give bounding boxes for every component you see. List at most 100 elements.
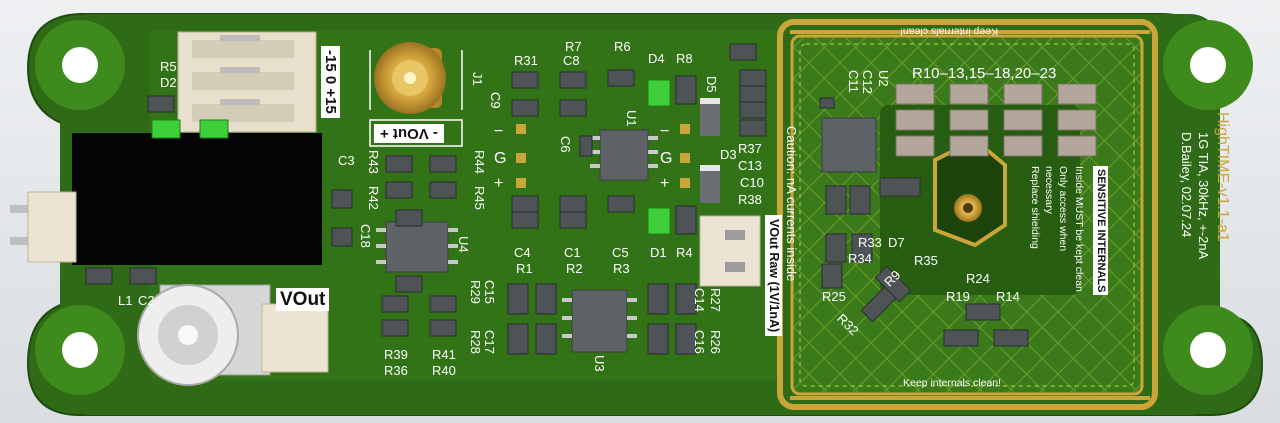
refdes-c8: C8 <box>563 53 580 68</box>
smd-component <box>851 233 873 263</box>
smd-component <box>381 319 409 337</box>
refdes-c4: C4 <box>514 245 531 260</box>
caution-label: Caution: nA currents inside <box>784 126 799 282</box>
refdes-r44: R44 <box>472 150 487 174</box>
vout-raw-header <box>699 215 761 287</box>
leds <box>151 79 671 235</box>
refdes-r8: R8 <box>676 51 693 66</box>
refdes-r4: R4 <box>676 245 693 260</box>
refdes-c12: C12 <box>860 70 875 94</box>
smd-component <box>579 135 593 157</box>
refdes-c17: C17 <box>482 330 497 354</box>
smd-component <box>507 283 529 315</box>
smd-component <box>825 233 847 263</box>
resistor-array-label: R10–13,15–18,20–23 <box>912 65 1057 82</box>
array-resistor <box>1057 83 1097 105</box>
smd-component <box>739 119 767 137</box>
smd-component <box>507 323 529 355</box>
smd-component <box>385 155 413 173</box>
smd-component <box>395 209 423 227</box>
smd-component <box>535 323 557 355</box>
smd-component <box>429 155 457 173</box>
refdes-r41: R41 <box>432 347 456 362</box>
smd-component <box>849 185 871 215</box>
array-resistor <box>895 109 935 131</box>
smd-component <box>821 263 843 289</box>
refdes-r34: R34 <box>848 251 872 266</box>
refdes-c15: C15 <box>482 280 497 304</box>
rail-g-left: G <box>494 150 507 167</box>
sensitive-note-2: Only access when <box>1057 166 1069 252</box>
refdes-u2: U2 <box>876 70 891 87</box>
smd-component <box>739 85 767 103</box>
refdes-r7: R7 <box>565 39 582 54</box>
refdes-c3: C3 <box>338 153 355 168</box>
refdes-r43: R43 <box>366 150 381 174</box>
vout-raw-label: VOut Raw (1V/1nA) <box>765 215 782 337</box>
smd-component <box>129 267 157 285</box>
refdes-c9: C9 <box>488 92 503 109</box>
array-resistor <box>949 109 989 131</box>
rail-plus-right: + <box>660 175 670 192</box>
refdes-r40: R40 <box>432 363 456 378</box>
dcdc-module <box>72 133 322 265</box>
refdes-c11: C11 <box>846 70 861 93</box>
smd-component <box>381 295 409 313</box>
refdes-j1: J1 <box>470 72 485 86</box>
smd-component <box>675 205 697 235</box>
smd-component <box>739 101 767 119</box>
refdes-u1: U1 <box>624 110 639 127</box>
refdes-r5: R5 <box>160 59 177 74</box>
rail-minus-left: − <box>494 123 504 140</box>
refdes-d7: D7 <box>888 235 905 250</box>
smd-component <box>559 195 587 213</box>
rail-g-right: G <box>660 150 673 167</box>
smd-component <box>511 99 539 117</box>
array-resistor <box>1057 135 1097 157</box>
refdes-r24: R24 <box>966 271 990 286</box>
sensitive-note-4: Replace shielding <box>1029 166 1041 249</box>
smd-component <box>675 75 697 105</box>
smd-component <box>429 295 457 313</box>
refdes-r45: R45 <box>472 186 487 210</box>
smd-component <box>147 95 175 113</box>
smd-component <box>647 323 669 355</box>
keep-clean-top: Keep internals clean! <box>900 25 999 38</box>
smd-component <box>385 181 413 199</box>
smd-component <box>511 211 539 229</box>
smd-component <box>825 185 847 215</box>
sensitive-note-1: Inside MUST be kept clean <box>1073 166 1085 292</box>
refdes-l1: L1 <box>118 293 133 308</box>
refdes-r3: R3 <box>613 261 630 276</box>
keep-clean-bottom: Keep internals clean! <box>903 377 1002 389</box>
array-resistor <box>949 135 989 157</box>
smd-component <box>675 323 697 355</box>
smd-component <box>559 211 587 229</box>
refdes-r19: R19 <box>946 289 970 304</box>
smd-component <box>993 329 1029 347</box>
smd-component <box>559 71 587 89</box>
refdes-r39: R39 <box>384 347 408 362</box>
refdes-c16: C16 <box>692 330 707 354</box>
refdes-c1: C1 <box>564 245 581 260</box>
sensitive-internals-box: SENSITIVE INTERNALS <box>1093 166 1108 296</box>
refdes-r42: R42 <box>366 186 381 210</box>
refdes-u4: U4 <box>456 236 471 253</box>
smd-component <box>559 99 587 117</box>
array-resistor <box>1057 109 1097 131</box>
refdes-c5: C5 <box>612 245 629 260</box>
smd-component <box>535 283 557 315</box>
vout-polarity-label: - VOut + <box>374 124 444 143</box>
smd-component <box>395 275 423 293</box>
array-resistor <box>895 135 935 157</box>
refdes-c13: C13 <box>738 158 762 173</box>
supply-pin-label: -15 0 +15 <box>321 46 340 118</box>
ic-packages <box>385 117 877 353</box>
refdes-r25: R25 <box>822 289 846 304</box>
board-title: HighTIME-v1.1-a1 <box>1214 112 1231 242</box>
sma-connector-top <box>374 42 446 114</box>
supply-header <box>177 31 317 133</box>
refdes-r29: R29 <box>468 280 483 304</box>
